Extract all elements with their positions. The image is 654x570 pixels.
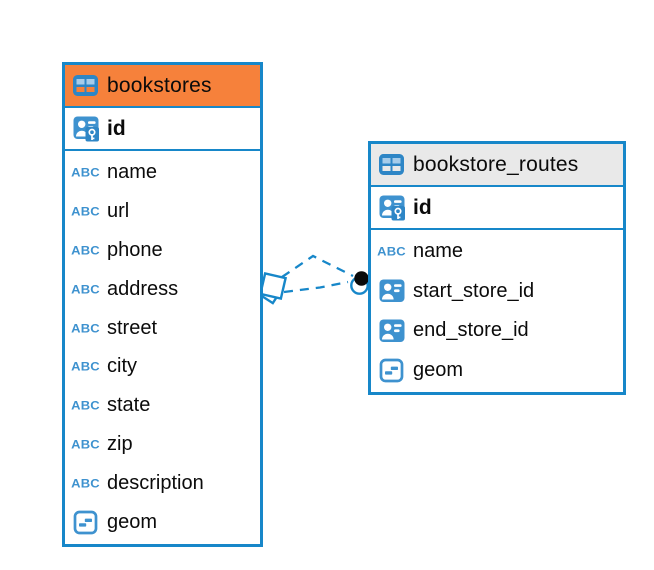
column-row-bookstore_routes-name[interactable]: ABC name	[371, 232, 623, 272]
table-icon	[379, 154, 404, 175]
column-name: name	[413, 240, 464, 263]
column-row-bookstores-address[interactable]: ABC address	[65, 270, 260, 309]
column-name: city	[107, 355, 137, 378]
column-icon-box: ABC	[71, 165, 100, 180]
table-icon	[73, 75, 98, 96]
geometry-icon	[73, 510, 98, 535]
column-name: description	[107, 472, 204, 495]
column-icon-box: ABC	[377, 244, 406, 259]
column-row-bookstores-zip[interactable]: ABC zip	[65, 425, 260, 464]
column-icon-box	[72, 510, 99, 535]
table-header-bookstores[interactable]: bookstores	[65, 65, 260, 108]
foreign-key-icon	[379, 279, 404, 303]
column-name: id	[107, 116, 126, 140]
column-name: url	[107, 199, 130, 222]
relationship-line-upper[interactable]	[281, 254, 354, 278]
foreign-key-icon	[379, 319, 404, 342]
column-icon-box	[378, 278, 405, 304]
column-row-bookstore_routes-start_store_id[interactable]: start_store_id	[371, 272, 623, 312]
column-name: phone	[107, 238, 163, 261]
column-row-bookstore_routes-id[interactable]: id	[371, 187, 623, 230]
column-row-bookstores-name[interactable]: ABC name	[65, 153, 260, 192]
relationship-target-marker-icon	[350, 271, 369, 295]
text-icon: ABC	[71, 282, 100, 297]
column-row-bookstores-street[interactable]: ABC street	[65, 309, 260, 348]
column-icon-box	[72, 115, 99, 143]
column-name: end_store_id	[413, 319, 529, 342]
text-icon: ABC	[377, 244, 406, 259]
column-icon-box: ABC	[71, 398, 100, 413]
column-row-bookstores-url[interactable]: ABC url	[65, 192, 260, 231]
column-name: geom	[413, 358, 464, 381]
column-name: address	[107, 277, 179, 300]
column-icon-box: ABC	[71, 243, 100, 258]
column-row-bookstores-description[interactable]: ABC description	[65, 464, 260, 503]
column-row-bookstores-city[interactable]: ABC city	[65, 348, 260, 387]
column-row-bookstores-id[interactable]: id	[65, 108, 260, 151]
column-name: zip	[107, 433, 133, 456]
column-list-bookstore_routes: ABC name start_store_id end_store_id geo…	[371, 230, 623, 392]
table-header-bookstore_routes[interactable]: bookstore_routes	[371, 144, 623, 187]
column-row-bookstores-state[interactable]: ABC state	[65, 386, 260, 425]
column-name: geom	[107, 511, 158, 534]
text-icon: ABC	[71, 321, 100, 335]
table-title: bookstores	[107, 73, 212, 97]
column-name: id	[413, 195, 432, 219]
column-icon-box: ABC	[71, 437, 100, 452]
relationship-line-lower[interactable]	[283, 280, 349, 294]
text-icon: ABC	[71, 165, 100, 180]
table-title: bookstore_routes	[413, 152, 579, 176]
column-row-bookstores-phone[interactable]: ABC phone	[65, 231, 260, 270]
text-icon: ABC	[71, 360, 100, 374]
text-icon: ABC	[71, 204, 100, 219]
text-icon: ABC	[71, 476, 100, 491]
geometry-icon	[379, 358, 404, 383]
primary-key-icon	[73, 116, 99, 141]
column-icon-box: ABC	[71, 359, 100, 374]
column-icon-box: ABC	[71, 282, 100, 297]
column-name: name	[107, 160, 158, 183]
text-icon: ABC	[71, 398, 100, 413]
column-icon-box: ABC	[71, 476, 100, 491]
column-icon-box	[378, 358, 405, 383]
column-icon-box	[378, 194, 405, 222]
column-icon-box: ABC	[71, 321, 100, 336]
column-name: start_store_id	[413, 279, 535, 302]
column-icon-box	[378, 318, 405, 344]
text-icon: ABC	[71, 243, 100, 258]
primary-key-icon	[379, 195, 405, 220]
column-name: state	[107, 394, 151, 417]
table-icon-box	[378, 153, 405, 176]
column-name: street	[107, 316, 158, 339]
column-icon-box: ABC	[71, 204, 100, 219]
column-row-bookstores-geom[interactable]: geom	[65, 503, 260, 542]
column-row-bookstore_routes-end_store_id[interactable]: end_store_id	[371, 311, 623, 351]
column-row-bookstore_routes-geom[interactable]: geom	[371, 351, 623, 391]
table-icon-box	[72, 74, 99, 97]
text-icon: ABC	[71, 437, 100, 452]
